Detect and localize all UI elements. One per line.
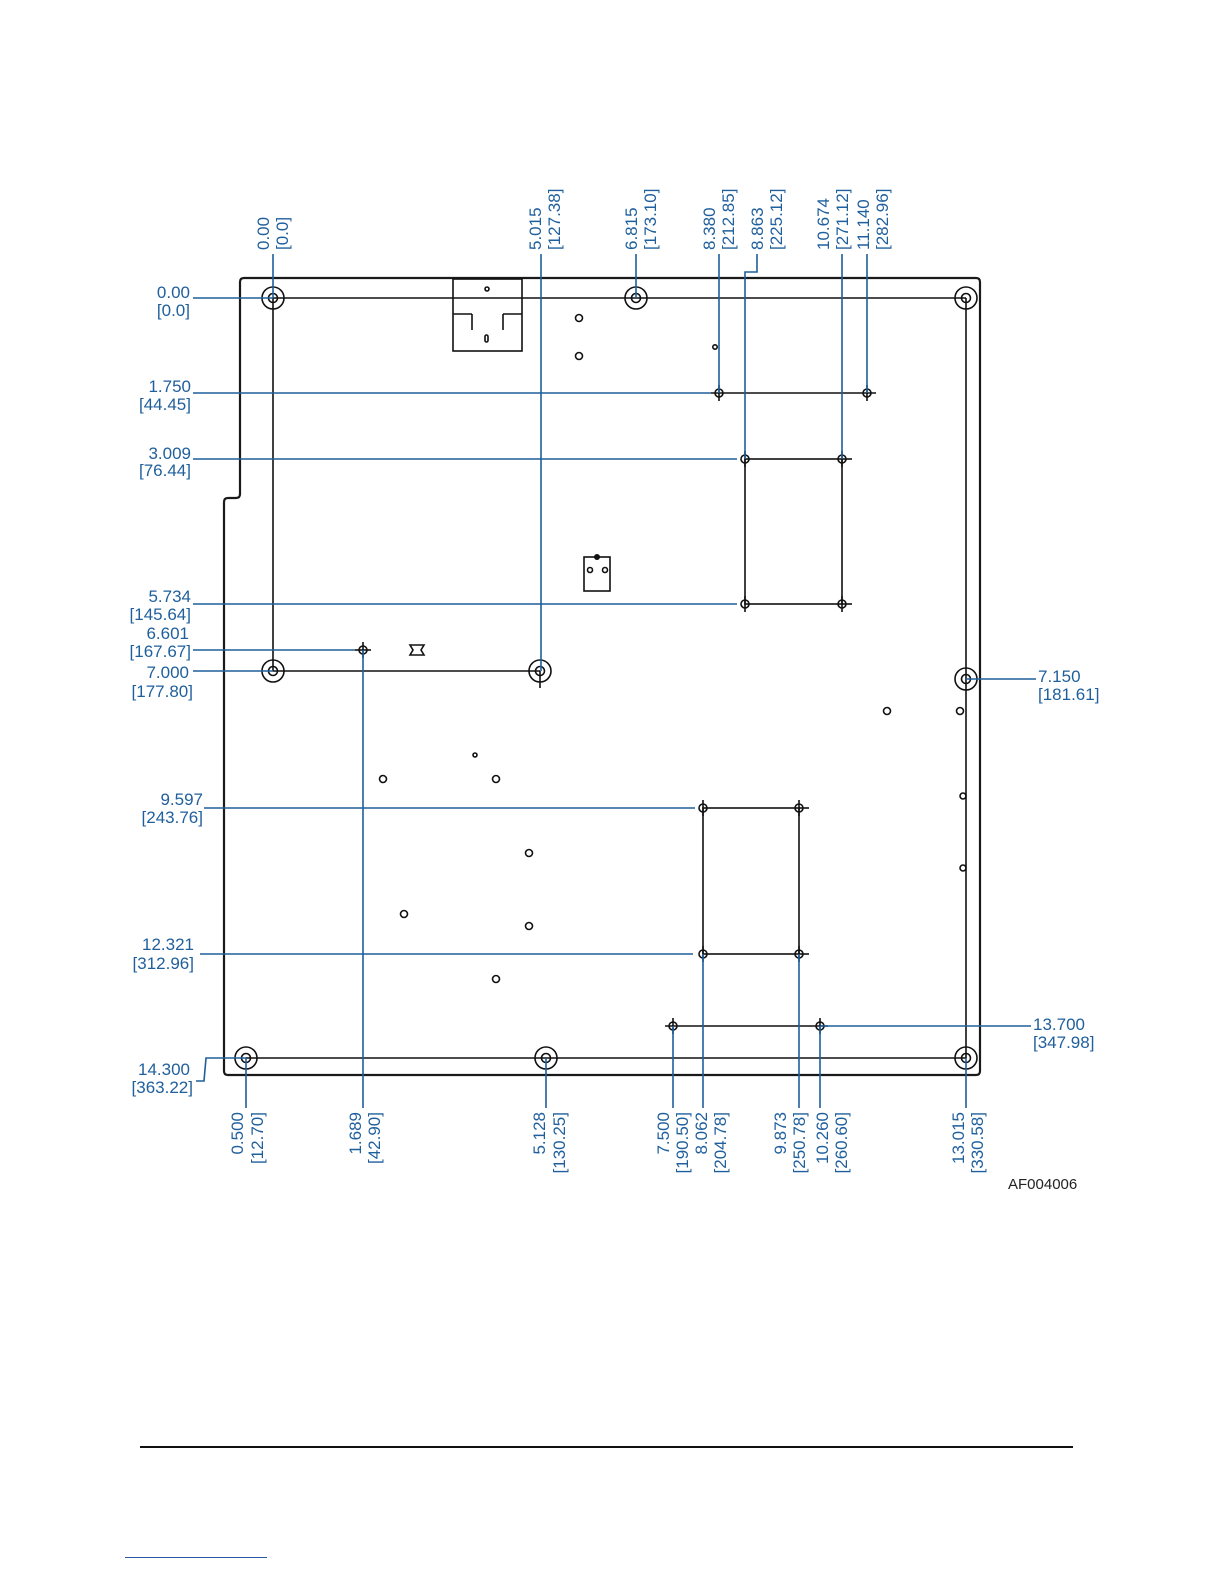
- figure-id: AF004006: [1008, 1176, 1078, 1193]
- dim-label: [177.80]: [132, 682, 193, 701]
- dim-label: [0.0]: [273, 217, 292, 250]
- dim-label: 9.597: [160, 790, 203, 809]
- footer-divider: [140, 1446, 1073, 1448]
- dim-label: [42.90]: [365, 1112, 384, 1164]
- dim-label: [76.44]: [139, 461, 191, 480]
- dim-label: 5.015: [526, 207, 545, 250]
- board-features: [408, 278, 611, 656]
- dim-label: 10.674: [814, 198, 833, 250]
- dim-label: 8.380: [700, 207, 719, 250]
- dim-label: [130.25]: [550, 1112, 569, 1173]
- mounting-holes: [234, 286, 978, 1070]
- dim-label: [181.61]: [1038, 685, 1099, 704]
- dim-label: 0.00: [157, 283, 190, 302]
- footer-link-underline: [125, 1557, 267, 1558]
- dim-label: [190.50]: [673, 1112, 692, 1173]
- dim-label: [330.58]: [968, 1112, 987, 1173]
- dim-label: 8.062: [692, 1112, 711, 1155]
- dim-label: [312.96]: [133, 954, 194, 973]
- mounting-hole: [954, 286, 978, 310]
- dim-label: [250.78]: [790, 1112, 809, 1173]
- dim-label: 8.863: [748, 207, 767, 250]
- dim-label: 6.601: [146, 624, 189, 643]
- small-hole: [740, 596, 750, 612]
- dim-label: 13.015: [949, 1112, 968, 1164]
- dim-label: 1.750: [148, 377, 191, 396]
- small-hole: [837, 596, 847, 612]
- dim-label: 7.000: [146, 663, 189, 682]
- top-dimension-labels: 0.00 [0.0] 5.015 [127.38] 6.815 [173.10]…: [254, 189, 892, 250]
- bottom-dimension-labels: 0.500 [12.70] 1.689 [42.90] 5.128 [130.2…: [228, 1112, 987, 1173]
- dim-label: 7.150: [1038, 667, 1081, 686]
- dim-label: [260.60]: [832, 1112, 851, 1173]
- dim-label: [243.76]: [142, 808, 203, 827]
- dim-label: 12.321: [142, 935, 194, 954]
- dim-label: [271.12]: [833, 189, 852, 250]
- dim-label: 7.500: [654, 1112, 673, 1155]
- component-vias: [378, 313, 967, 984]
- right-dimension-labels: 7.150 [181.61] 13.700 [347.98]: [1033, 667, 1099, 1052]
- small-hole: [794, 800, 804, 816]
- small-hole: [698, 800, 708, 816]
- dim-label: [167.67]: [130, 642, 191, 661]
- dim-label: 5.734: [148, 587, 191, 606]
- dim-label: 1.689: [346, 1112, 365, 1155]
- left-dimension-labels: 0.00 [0.0] 1.750 [44.45] 3.009 [76.44] 5…: [130, 283, 203, 1097]
- dim-label: 14.300: [138, 1060, 190, 1079]
- dim-label: [225.12]: [767, 189, 786, 250]
- dim-label: 13.700: [1033, 1015, 1085, 1034]
- dim-label: 10.260: [813, 1112, 832, 1164]
- dim-label: [363.22]: [132, 1078, 193, 1097]
- dim-label: [173.10]: [641, 189, 660, 250]
- dim-label: [282.96]: [873, 189, 892, 250]
- dim-label: [347.98]: [1033, 1033, 1094, 1052]
- dim-label: 0.00: [254, 217, 273, 250]
- dim-label: [12.70]: [248, 1112, 267, 1164]
- small-holes: [358, 385, 872, 1034]
- dim-label: 3.009: [148, 444, 191, 463]
- dim-label: 11.140: [854, 199, 873, 250]
- mounting-hole: [528, 659, 552, 683]
- dim-label: [0.0]: [157, 301, 190, 320]
- board-outline: [222, 276, 982, 1077]
- dim-label: 0.500: [228, 1112, 247, 1155]
- reference-lines: [246, 297, 967, 1059]
- dim-label: [145.64]: [130, 605, 191, 624]
- dim-label: [44.45]: [139, 395, 191, 414]
- dim-label: [127.38]: [545, 189, 564, 250]
- dimension-leaders: [193, 254, 1036, 1108]
- dim-label: [204.78]: [711, 1112, 730, 1173]
- dim-label: 5.128: [530, 1112, 549, 1155]
- dim-label: 9.873: [771, 1112, 790, 1155]
- dim-label: [212.85]: [719, 189, 738, 250]
- dim-label: 6.815: [622, 207, 641, 250]
